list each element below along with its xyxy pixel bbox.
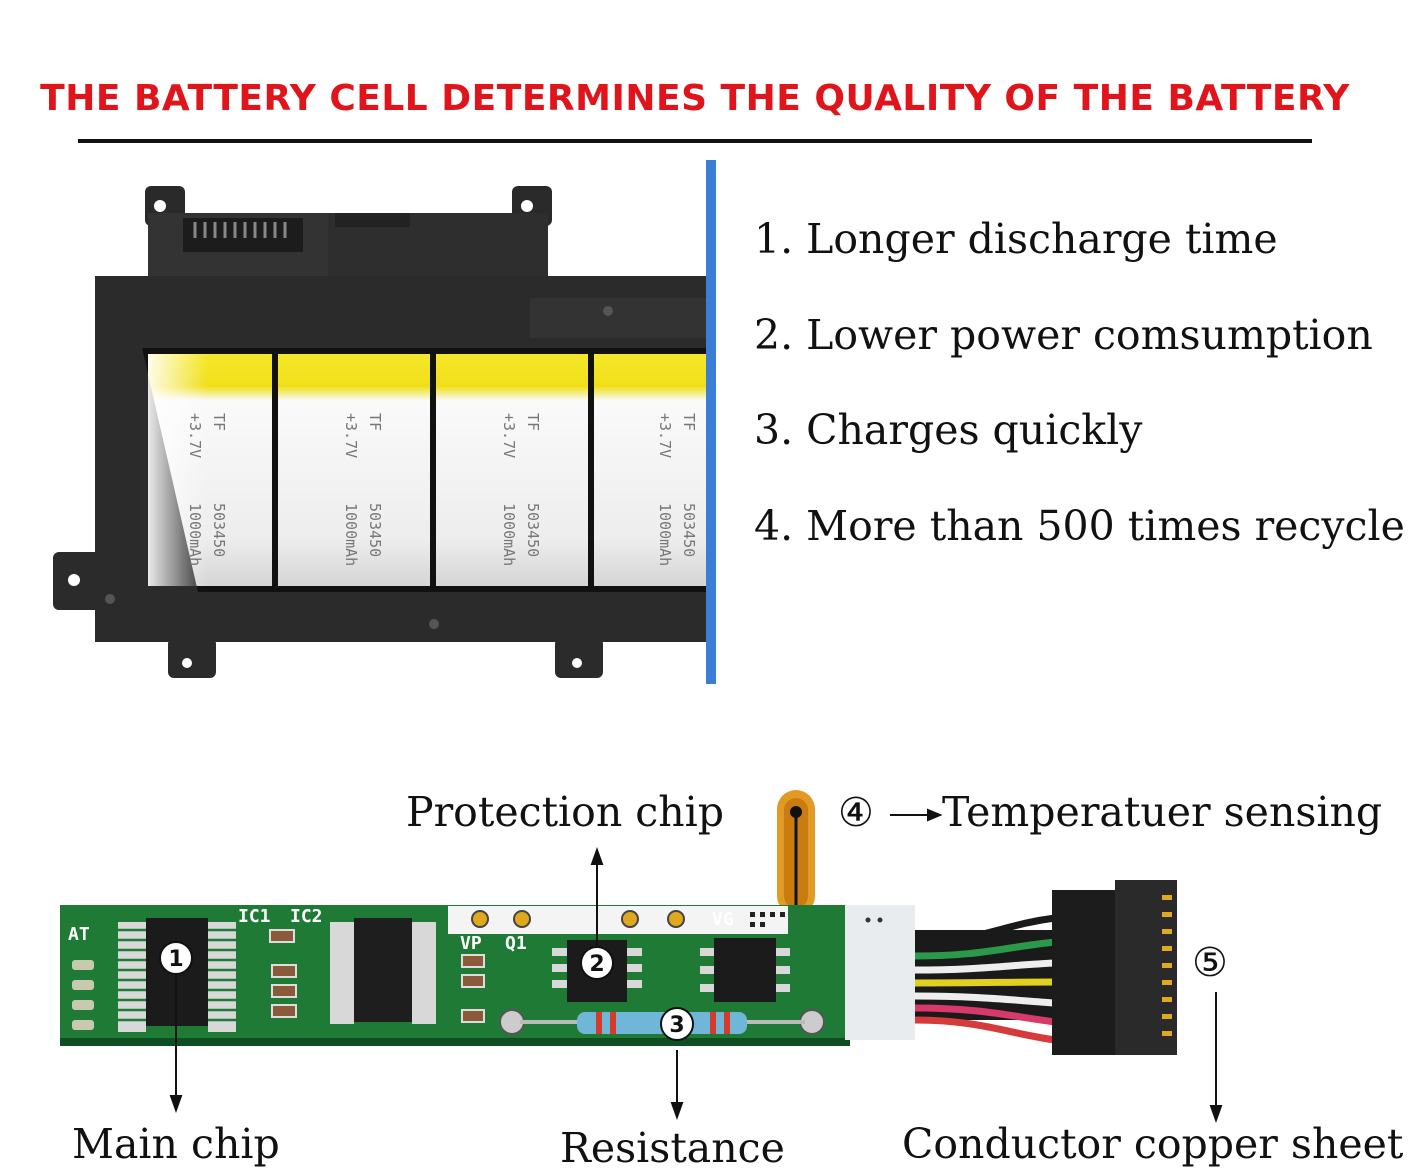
cell-3-brand: TF <box>524 413 542 431</box>
cell-4-brand: TF <box>680 413 698 431</box>
bottom-tab-left <box>168 638 216 678</box>
cell-1-capacity: 1000mAh <box>186 503 204 566</box>
circled-number-5: ⑤ <box>1192 940 1228 986</box>
bottom-tab-right <box>555 638 603 678</box>
cell-4-capacity: 1000mAh <box>656 503 674 566</box>
feature-item-4: 4. More than 500 times recycle <box>754 502 1405 550</box>
cell-2-brand: TF <box>366 413 384 431</box>
feature-item-2: 2. Lower power comsumption <box>754 311 1373 359</box>
headline-divider <box>78 139 1312 143</box>
protection-board-illustration: IC1 IC2 AT VP Q1 VG <box>60 790 1223 1123</box>
connector <box>183 218 303 252</box>
label-resistance: Resistance <box>560 1124 785 1172</box>
cable-connector <box>1052 880 1177 1055</box>
marker-3: 3 <box>669 1013 684 1038</box>
cell-1-brand: TF <box>210 413 228 431</box>
cell-4-model: 503450 <box>680 503 698 557</box>
silk-vp: VP <box>460 933 482 954</box>
silk-q1: Q1 <box>505 933 527 954</box>
cutaway-edge <box>706 160 716 684</box>
board-end-plate <box>845 905 915 1040</box>
cell-2-voltage: +3.7V <box>342 413 360 458</box>
label-protection-chip: Protection chip <box>406 788 725 836</box>
circled-number-4: ④ <box>838 790 874 836</box>
feature-item-3: 3. Charges quickly <box>754 406 1143 454</box>
cell-3 <box>436 354 588 586</box>
silk-at: AT <box>68 924 90 945</box>
cell-2-capacity: 1000mAh <box>342 503 360 566</box>
cell-3-model: 503450 <box>524 503 542 557</box>
second-chip <box>330 918 436 1024</box>
label-temperature-sensing: Temperatuer sensing <box>942 788 1383 836</box>
silk-ic1: IC1 <box>238 906 271 927</box>
mosfet-chip <box>700 938 790 1002</box>
label-conductor-copper-sheet: Conductor copper sheet <box>902 1120 1404 1168</box>
battery-pack-illustration: TF +3.7V 503450 1000mAh TF +3.7V 503450 … <box>53 160 722 684</box>
label-main-chip: Main chip <box>72 1120 280 1168</box>
silk-vg: VG <box>712 909 734 930</box>
cell-3-voltage: +3.7V <box>500 413 518 458</box>
feature-item-1: 1. Longer discharge time <box>754 215 1278 263</box>
marker-1: 1 <box>168 947 183 972</box>
cell-2-model: 503450 <box>366 503 384 557</box>
cell-3-capacity: 1000mAh <box>500 503 518 566</box>
cell-4-voltage: +3.7V <box>656 413 674 458</box>
headline: THE BATTERY CELL DETERMINES THE QUALITY … <box>40 78 1350 119</box>
marker-2: 2 <box>589 952 604 977</box>
cell-1-model: 503450 <box>210 503 228 557</box>
cell-4 <box>594 354 718 586</box>
silk-ic2: IC2 <box>290 906 323 927</box>
cable-bundle <box>914 914 1056 1044</box>
cell-1-voltage: +3.7V <box>186 413 204 458</box>
